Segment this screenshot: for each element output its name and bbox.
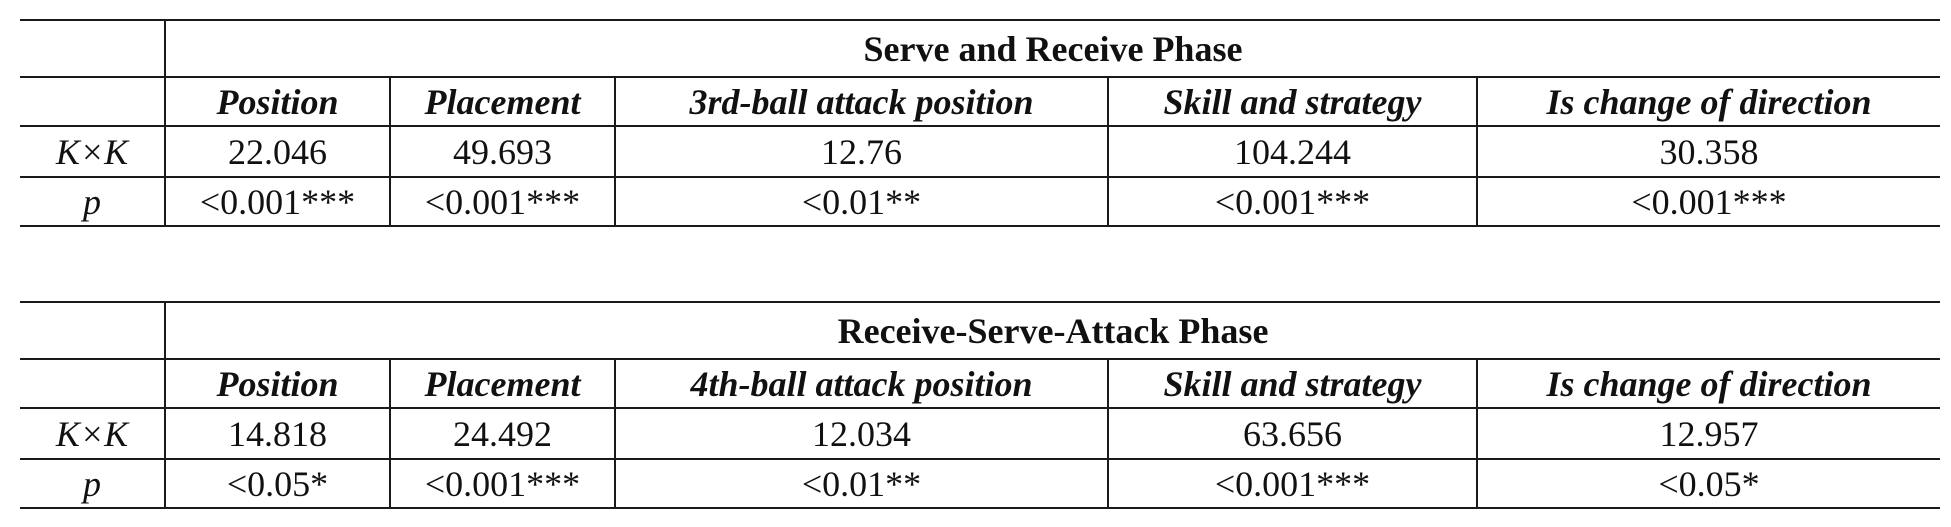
table-cell: <0.001*** (1107, 458, 1478, 509)
table-cell: <0.01** (614, 176, 1109, 227)
table-row-kk: K×K 22.046 49.693 12.76 104.244 30.358 (20, 125, 1940, 178)
column-header-placement: Placement (389, 76, 616, 127)
table-cell: 12.034 (614, 407, 1109, 460)
table-cell: 63.656 (1107, 407, 1478, 460)
column-header-row: Position Placement 4th-ball attack posit… (20, 358, 1941, 409)
table-cell: <0.001*** (1476, 176, 1940, 227)
column-header-skill-strategy: Skill and strategy (1107, 358, 1478, 409)
table-cell: 14.818 (164, 407, 391, 460)
column-header-change-direction: Is change of direction (1476, 76, 1940, 127)
table-cell: 12.957 (1475, 407, 1941, 460)
table-cell: 22.046 (164, 125, 391, 178)
table-cell: <0.05* (1475, 458, 1941, 509)
table-cell: 49.693 (389, 125, 616, 178)
table-row-kk: K×K 14.818 24.492 12.034 63.656 12.957 (20, 407, 1941, 460)
table-cell: 30.358 (1476, 125, 1940, 178)
serve-receive-table: Serve and Receive Phase Position Placeme… (20, 19, 1940, 227)
table-cell: 12.76 (614, 125, 1109, 178)
receive-serve-attack-table: Receive-Serve-Attack Phase Position Plac… (20, 301, 1941, 509)
column-header-position: Position (164, 358, 391, 409)
corner-cell (20, 19, 166, 78)
corner-cell (20, 301, 166, 360)
table-row-p: p <0.001*** <0.001*** <0.01** <0.001*** … (20, 176, 1940, 227)
row-label-kk: K×K (20, 125, 166, 178)
column-header-skill-strategy: Skill and strategy (1107, 76, 1478, 127)
table-cell: <0.05* (164, 458, 391, 509)
row-label-kk: K×K (20, 407, 166, 460)
row-label-p: p (20, 176, 166, 227)
phase-title-row: Serve and Receive Phase (20, 19, 1940, 78)
phase-title: Serve and Receive Phase (164, 19, 1940, 78)
corner-cell (20, 76, 166, 127)
corner-cell (20, 358, 166, 409)
column-header-attack-position: 3rd-ball attack position (614, 76, 1109, 127)
column-header-row: Position Placement 3rd-ball attack posit… (20, 76, 1940, 127)
table-cell: <0.001*** (164, 176, 391, 227)
phase-title: Receive-Serve-Attack Phase (163, 301, 1941, 360)
table-cell: 24.492 (389, 407, 616, 460)
column-header-position: Position (164, 76, 391, 127)
table-cell: <0.001*** (389, 458, 616, 509)
column-header-change-direction: Is change of direction (1475, 358, 1941, 409)
phase-title-row: Receive-Serve-Attack Phase (20, 301, 1941, 360)
table-row-p: p <0.05* <0.001*** <0.01** <0.001*** <0.… (20, 458, 1941, 509)
row-label-p: p (20, 458, 166, 509)
table-cell: 104.244 (1107, 125, 1478, 178)
table-cell: <0.01** (614, 458, 1109, 509)
table-cell: <0.001*** (389, 176, 616, 227)
table-cell: <0.001*** (1107, 176, 1478, 227)
column-header-placement: Placement (389, 358, 616, 409)
column-header-attack-position: 4th-ball attack position (614, 358, 1109, 409)
